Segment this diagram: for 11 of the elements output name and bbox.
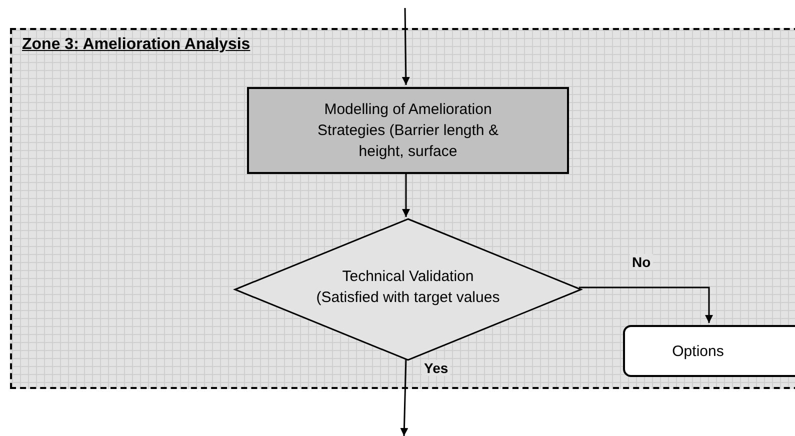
zone-panel — [10, 28, 795, 389]
edge-label: No — [630, 254, 653, 270]
arrow — [402, 172, 410, 217]
zone-heading: Zone 3: Amelioration Analysis — [22, 36, 250, 54]
decision-text: Technical Validation (Satisfied with target values — [315, 266, 501, 308]
arrow — [402, 8, 410, 86]
terminal-box: Options — [623, 325, 795, 377]
arrow — [400, 358, 408, 436]
arrow — [579, 286, 713, 323]
process-box: Modelling of Amelioration Strategies (Barrier length & height, surface — [247, 87, 569, 174]
edge-label: Yes — [422, 360, 450, 376]
